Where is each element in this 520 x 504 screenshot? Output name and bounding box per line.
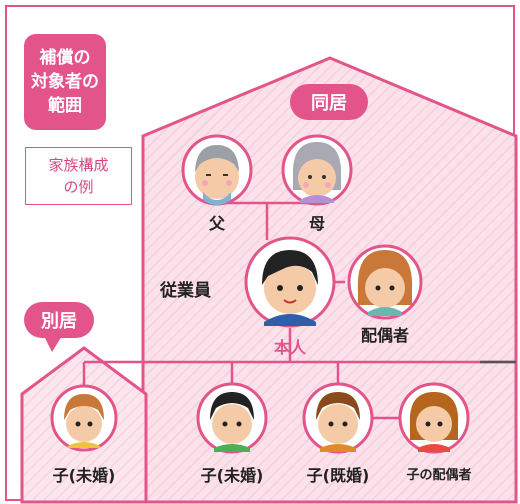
child-married-label: 子(既婚) xyxy=(306,466,370,485)
cohabiting-pill: 同居 xyxy=(290,84,368,120)
mother-label: 母 xyxy=(308,214,325,233)
child-spouse-avatar xyxy=(398,382,470,454)
separate-bubble-tail xyxy=(44,336,62,352)
separate-pill: 別居 xyxy=(24,302,94,338)
spouse-label: 配偶者 xyxy=(360,326,409,345)
mother-avatar xyxy=(281,134,353,206)
scope-tag-line1: 補償の xyxy=(39,48,91,68)
child-unmarried-avatar xyxy=(196,382,268,454)
child-unmarried-label: 子(未婚) xyxy=(200,466,264,485)
child-separate-label: 子(未婚) xyxy=(52,466,116,485)
spouse-avatar xyxy=(347,244,423,320)
child-separate-avatar xyxy=(50,384,118,452)
scope-tag-line2: 対象者の xyxy=(31,72,99,92)
father-avatar xyxy=(181,134,253,206)
example-box-line2: の例 xyxy=(63,178,94,196)
scope-tag: 補償の 対象者の 範囲 xyxy=(24,34,106,130)
child-spouse-label: 子の配偶者 xyxy=(406,468,472,483)
example-box-line1: 家族構成 xyxy=(48,156,109,174)
father-label: 父 xyxy=(208,214,225,233)
example-box: 家族構成 の例 xyxy=(25,147,132,205)
employee-role-label: 従業員 xyxy=(160,281,211,301)
self-avatar xyxy=(244,236,336,328)
scope-tag-line3: 範囲 xyxy=(48,96,82,116)
child-married-avatar xyxy=(302,382,374,454)
self-label: 本人 xyxy=(273,338,306,357)
